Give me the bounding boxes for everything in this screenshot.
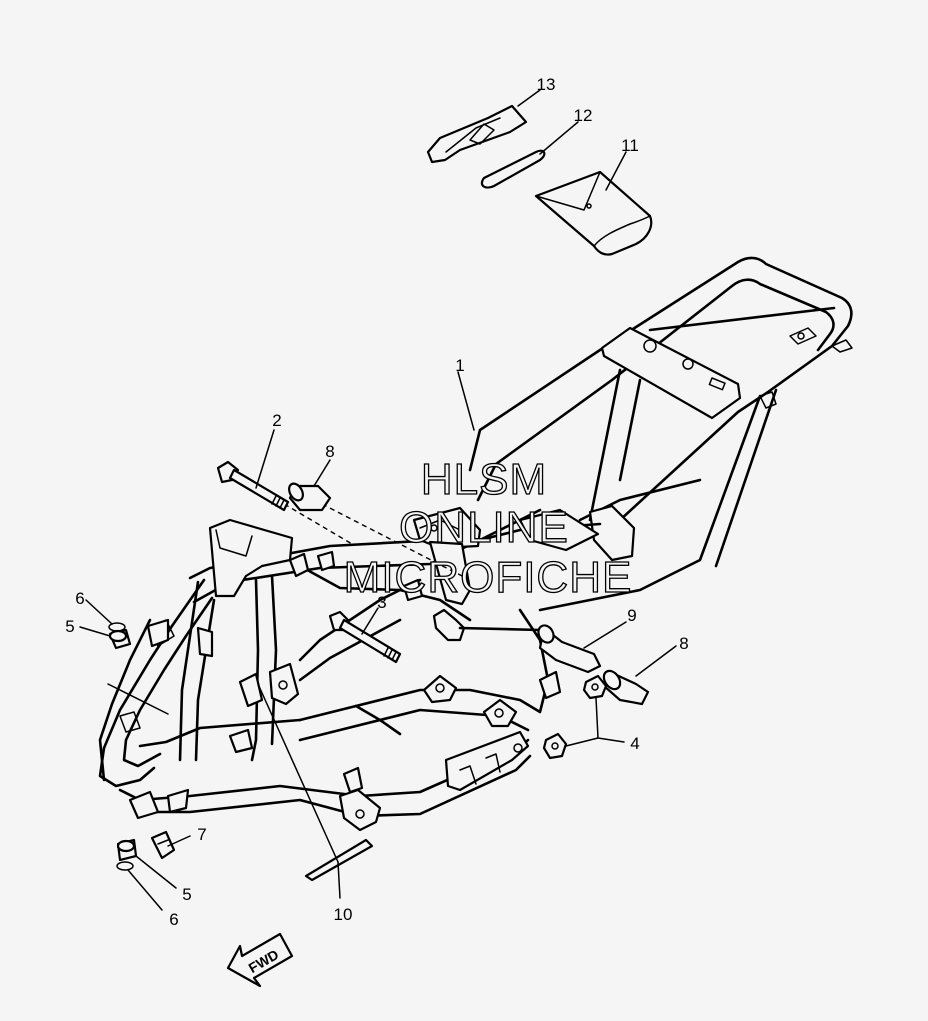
callout-6-lower: 6 bbox=[169, 910, 178, 929]
callout-11: 11 bbox=[621, 136, 639, 155]
part-8-spacer-upper bbox=[288, 482, 332, 512]
part-1-frame bbox=[98, 256, 853, 832]
callout-9: 9 bbox=[627, 606, 636, 625]
callout-6-upper: 6 bbox=[75, 589, 84, 608]
part-6-oring-upper bbox=[108, 622, 126, 632]
callout-3: 3 bbox=[377, 593, 386, 612]
callout-8-lower: 8 bbox=[679, 634, 688, 653]
callout-numbers: 13 12 11 1 2 8 3 9 8 4 6 5 7 5 6 10 bbox=[65, 75, 688, 929]
watermark: HLSM ONLINE MICROFICHE bbox=[343, 454, 633, 602]
callout-5-lower: 5 bbox=[182, 885, 191, 904]
callout-5-upper: 5 bbox=[65, 617, 74, 636]
callout-8-upper: 8 bbox=[325, 442, 334, 461]
part-10-plate bbox=[304, 838, 374, 882]
watermark-line-1: HLSM bbox=[421, 455, 547, 504]
watermark-line-3: MICROFICHE bbox=[344, 553, 633, 602]
callout-2: 2 bbox=[272, 411, 281, 430]
part-3-bolt bbox=[328, 610, 402, 664]
part-5-collar-upper bbox=[108, 628, 132, 650]
callout-12: 12 bbox=[574, 106, 593, 125]
leader-lines bbox=[79, 89, 677, 911]
callout-4: 4 bbox=[630, 734, 639, 753]
callout-13: 13 bbox=[537, 75, 556, 94]
watermark-line-2: ONLINE bbox=[399, 503, 569, 552]
callout-7: 7 bbox=[197, 825, 206, 844]
part-11-toolbag bbox=[534, 170, 653, 256]
callout-10: 10 bbox=[334, 905, 353, 924]
part-4-nuts bbox=[542, 674, 608, 760]
part-9-spacer bbox=[432, 608, 602, 674]
fwd-arrow-icon: FWD bbox=[226, 932, 294, 988]
part-13-tube bbox=[426, 104, 528, 164]
callout-1: 1 bbox=[455, 356, 464, 375]
part-12-band bbox=[480, 149, 546, 189]
part-6-oring-lower bbox=[116, 861, 134, 871]
part-2-bolt bbox=[216, 460, 290, 512]
dashed-reference-lines bbox=[229, 471, 467, 579]
part-5-collar-lower bbox=[116, 838, 138, 862]
part-7-grease-nipple bbox=[150, 830, 176, 860]
